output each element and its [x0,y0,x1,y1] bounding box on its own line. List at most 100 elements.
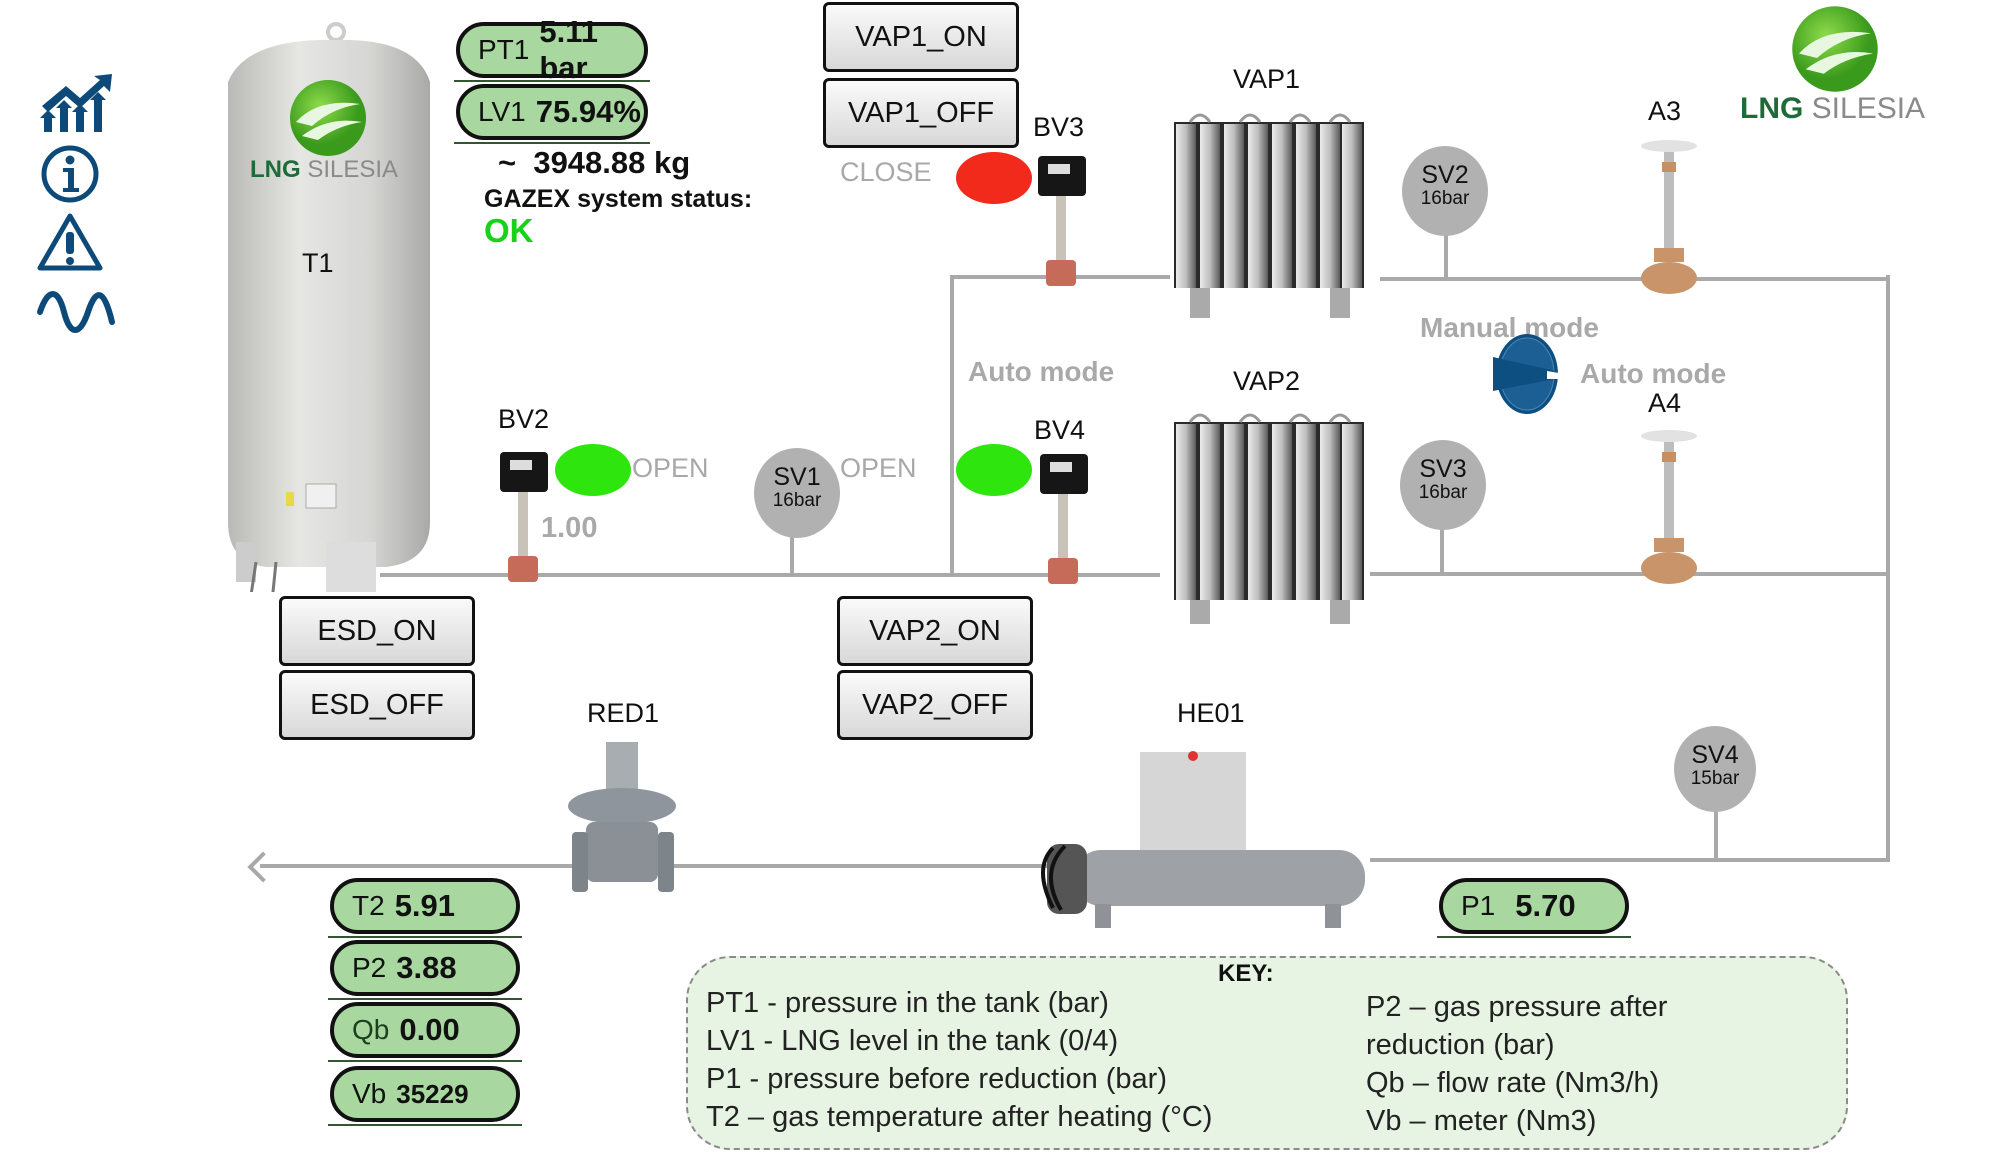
sv4-id: SV4 [1691,741,1739,769]
sv1-id: SV1 [773,463,821,491]
bv2-label: BV2 [498,404,550,434]
key-item: P2 – gas pressure after [1366,991,1668,1023]
key-item: P1 - pressure before reduction (bar) [706,1063,1167,1095]
pipe-vertical-center [950,275,954,575]
brand-logo: LNG SILESIA [1740,92,1925,126]
qb-tag: Qb [352,1014,390,1045]
bv2-state: OPEN [632,453,709,483]
p1-tag: P1 [1461,890,1496,921]
gazex-status: OK [484,212,534,249]
lv1-value: 75.94% [535,94,641,129]
brand-logo-bold: LNG [250,156,301,183]
p1-readout: P1 5.70 [1437,878,1631,938]
bv4-label: BV4 [1034,415,1086,445]
lv1-tag: LV1 [478,96,526,127]
key-right-column: P2 – gas pressure after reduction (bar) … [1366,988,1667,1140]
p2-value: 3.88 [396,950,457,985]
a3-valve-icon[interactable] [1636,138,1702,302]
brand-logo-tank-icon [288,78,368,158]
vap1-off-button[interactable]: VAP1_OFF [823,78,1019,148]
vap2-on-button[interactable]: VAP2_ON [837,596,1033,666]
pipe-vertical-right [1886,275,1890,861]
sv3-stem [1440,512,1444,574]
he01-label: HE01 [1177,698,1245,728]
he01-heater[interactable] [1025,748,1375,930]
pipe-outlet [260,864,1300,868]
sv3-pressure: 16bar [1418,482,1468,503]
sv1-pressure: 16bar [772,490,822,511]
tank-mass: ~ 3948.88 kg [498,145,691,180]
key-item: PT1 - pressure in the tank (bar) [706,987,1109,1019]
key-item: Vb – meter (Nm3) [1366,1105,1597,1137]
red1-pressure-regulator[interactable] [566,732,686,902]
brand-logo-light: SILESIA [300,156,399,183]
lv1-readout: LV1 75.94% [454,84,650,144]
pipe-vap2-outlet [1370,572,1890,576]
warning-icon[interactable] [36,212,116,272]
vap1-on-button[interactable]: VAP1_ON [823,2,1019,72]
info-icon[interactable] [36,144,116,204]
brand-logo-light-top: SILESIA [1803,92,1926,125]
vap2-label: VAP2 [1233,366,1301,396]
mode-selector-switch[interactable] [1493,333,1559,415]
bv2-valve-icon[interactable] [494,446,554,588]
key-item: reduction (bar) [1366,1029,1555,1061]
esd-on-button[interactable]: ESD_ON [279,596,475,666]
t2-value: 5.91 [394,888,456,923]
p2-tag: P2 [352,952,387,983]
vap2-off-button[interactable]: VAP2_OFF [837,670,1033,740]
vb-value: 35229 [396,1078,469,1109]
sv1-stem [790,520,794,574]
bv4-state: OPEN [840,453,917,483]
tank-t1[interactable] [226,22,432,603]
qb-readout: Qb 0.00 [328,1002,522,1062]
p1-value: 5.70 [1515,888,1576,923]
brand-logo-icon [1790,4,1880,94]
bv4-status-lamp[interactable] [956,444,1032,496]
a4-label: A4 [1648,388,1682,418]
a4-valve-icon[interactable] [1636,428,1702,592]
t2-tag: T2 [352,890,385,921]
bv3-status-lamp[interactable] [956,152,1032,204]
sv4-stem [1714,790,1718,860]
vap1-vaporizer[interactable] [1170,108,1370,320]
outlet-arrow-icon [247,851,279,883]
vap2-vaporizer[interactable] [1170,408,1370,628]
qb-value: 0.00 [399,1012,460,1047]
esd-off-button[interactable]: ESD_OFF [279,670,475,740]
key-item: T2 – gas temperature after heating (°C) [706,1101,1213,1133]
sv2-pressure: 16bar [1420,188,1470,209]
bv3-label: BV3 [1033,112,1085,142]
wave-icon[interactable] [36,282,116,342]
key-title: KEY: [1218,960,1274,987]
auto-mode-label-left: Auto mode [968,356,1115,387]
key-legend: KEY: PT1 - pressure in the tank (bar) LV… [686,956,1848,1150]
bv4-valve-icon[interactable] [1036,448,1096,590]
brand-logo-bold-top: LNG [1740,92,1804,125]
a3-label: A3 [1648,96,1682,126]
auto-mode-label-right: Auto mode [1580,358,1727,389]
brand-logo-tank: LNG SILESIA [250,156,398,184]
trend-chart-icon[interactable] [36,72,116,132]
pt1-readout: PT1 5.11 bar [454,14,650,85]
sv2-id: SV2 [1421,161,1469,189]
key-item: Qb – flow rate (Nm3/h) [1366,1067,1660,1099]
bv3-valve-icon[interactable] [1030,148,1090,290]
sv2-stem [1444,216,1448,278]
pipe-vap1-outlet [1380,277,1890,281]
gazex-label: GAZEX system status: [484,185,753,213]
pipe-he01-inlet [1370,858,1890,862]
sv3-id: SV3 [1419,455,1467,483]
bv2-position-value: 1.00 [541,512,598,544]
pipe-main-lower [380,573,1160,577]
bv3-state: CLOSE [840,157,932,187]
bv2-status-lamp[interactable] [555,444,631,496]
key-item: LV1 - LNG level in the tank (0/4) [706,1025,1119,1057]
pt1-tag: PT1 [478,34,530,65]
tank-label: T1 [302,248,334,278]
red1-label: RED1 [587,698,660,728]
